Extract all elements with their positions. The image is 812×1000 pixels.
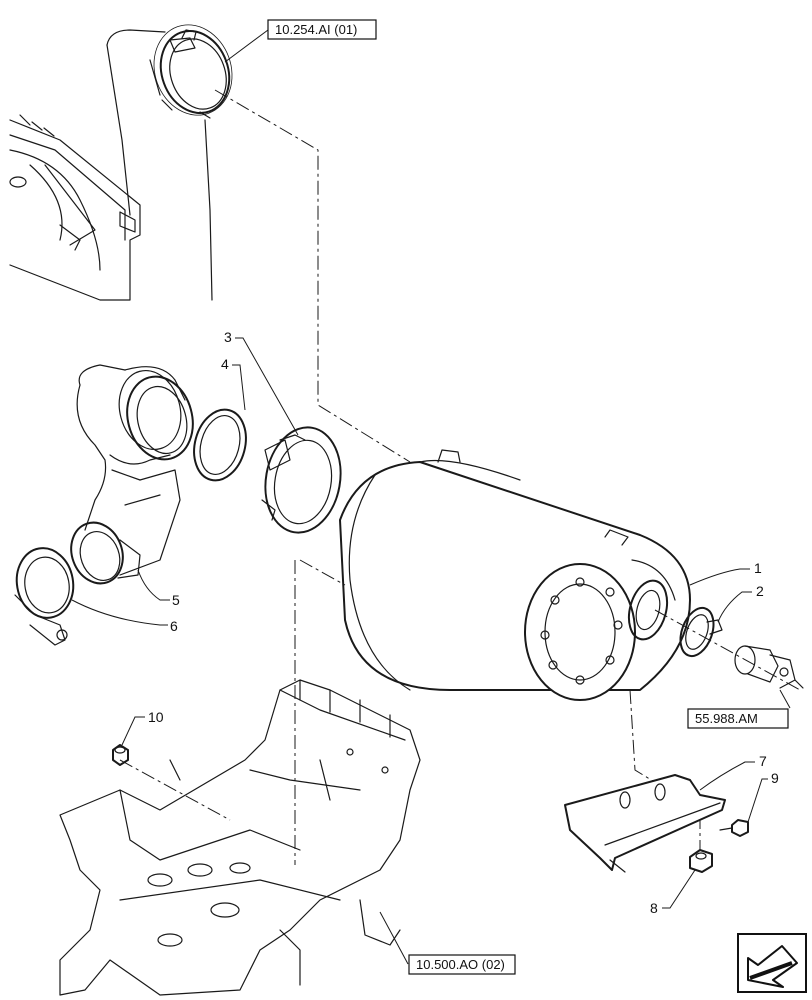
callout-numbers: 1 2 3 4 5 6 7 8 9 10 bbox=[148, 329, 779, 916]
reference-box-frame[interactable]: 10.500.AO (02) bbox=[408, 954, 516, 975]
reference-label-sensor: 55.988.AM bbox=[695, 711, 758, 726]
callout-leaders bbox=[71, 337, 791, 965]
elbow-pipe-part-5 bbox=[70, 364, 194, 585]
callout-7: 7 bbox=[759, 753, 767, 769]
frame-support-bracket bbox=[59, 679, 421, 996]
reference-label-frame: 10.500.AO (02) bbox=[416, 957, 505, 972]
nut-part-10 bbox=[112, 744, 129, 766]
callout-1: 1 bbox=[754, 560, 762, 576]
bracket-part-7 bbox=[564, 774, 726, 873]
callout-9: 9 bbox=[771, 770, 779, 786]
callout-8: 8 bbox=[650, 900, 658, 916]
sensor-clamp-part-2 bbox=[679, 606, 723, 658]
sensor-assembly bbox=[734, 645, 804, 689]
callout-6: 6 bbox=[170, 618, 178, 634]
gasket-ring-part-4 bbox=[193, 408, 247, 482]
reference-box-sensor[interactable]: 55.988.AM bbox=[687, 708, 789, 729]
arrow-next-page-icon[interactable] bbox=[737, 933, 807, 993]
v-clamp-part-3 bbox=[261, 426, 342, 534]
callout-5: 5 bbox=[172, 592, 180, 608]
upper-exhaust-pipe bbox=[9, 24, 233, 301]
callout-10: 10 bbox=[148, 709, 164, 725]
callout-2: 2 bbox=[756, 583, 764, 599]
band-clamp-part-6 bbox=[14, 547, 75, 646]
bolt-part-9 bbox=[719, 819, 749, 837]
dpf-muffler-part-1 bbox=[339, 449, 691, 701]
callout-3: 3 bbox=[224, 329, 232, 345]
nut-part-8 bbox=[689, 849, 713, 873]
callout-4: 4 bbox=[221, 356, 229, 372]
reference-box-top-pipe[interactable]: 10.254.AI (01) bbox=[267, 19, 377, 40]
reference-label-top-pipe: 10.254.AI (01) bbox=[275, 22, 357, 37]
